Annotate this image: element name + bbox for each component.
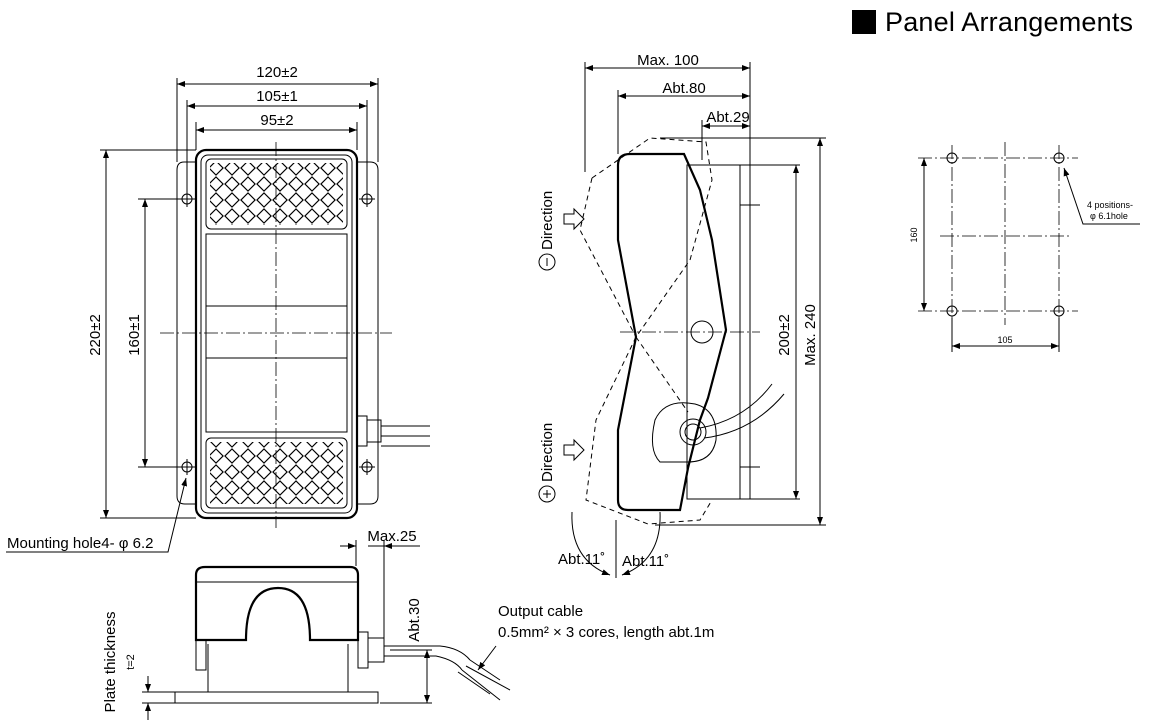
- section-title: Panel Arrangements: [852, 6, 1133, 38]
- plus-direction-arrow: [563, 438, 585, 462]
- bottom-grip-pad: [205, 437, 348, 509]
- output-cable-spec: 0.5mm² × 3 cores, length abt.1m: [498, 624, 714, 641]
- bottom-cable-gland: [357, 631, 369, 669]
- panel-positions-label: 4 positions-: [1087, 200, 1133, 210]
- svg-text:Direction: Direction: [539, 191, 556, 250]
- panel-dim-105: 105: [997, 335, 1012, 345]
- bottom-view: [142, 540, 511, 720]
- mounting-hole-label: Mounting hole4- φ 6.2: [7, 535, 153, 552]
- side-view: [563, 62, 826, 578]
- tilted-minus: [591, 137, 713, 338]
- panel-hole-label: φ 6.1hole: [1090, 211, 1128, 221]
- panel-dim-160: 160: [909, 227, 919, 242]
- plus-direction-label: Direction: [538, 423, 556, 503]
- title-text: Panel Arrangements: [885, 6, 1134, 37]
- plate-thickness-label: Plate thickness: [102, 612, 119, 713]
- dim-160: 160±1: [126, 314, 143, 356]
- dim-max-100: Max. 100: [637, 52, 699, 69]
- panel-hole: [1053, 152, 1065, 164]
- svg-text:Direction: Direction: [539, 423, 556, 482]
- dim-95: 95±2: [260, 112, 293, 129]
- dim-105: 105±1: [256, 88, 298, 105]
- front-view: [6, 78, 430, 553]
- side-pedal-body: [616, 152, 728, 512]
- mounting-holes: [179, 191, 375, 475]
- dim-max-25: Max.25: [367, 528, 416, 545]
- top-grip-pad: [205, 158, 348, 230]
- dim-220: 220±2: [87, 314, 104, 356]
- angle-left: Abt.11˚: [558, 551, 605, 568]
- tilted-plus: [585, 336, 713, 525]
- dim-max-240: Max. 240: [802, 304, 819, 366]
- panel-hole: [946, 305, 958, 317]
- panel-hole: [1053, 305, 1065, 317]
- bottom-pedal-body: [194, 565, 360, 642]
- panel-cutout-drawing: [918, 142, 1140, 352]
- title-square-icon: [852, 10, 876, 34]
- angle-right: Abt.11˚: [622, 553, 669, 570]
- pedal-body: [194, 148, 359, 520]
- t2-label: t=2: [125, 654, 137, 670]
- output-cable-title: Output cable: [498, 603, 583, 620]
- dim-200: 200±2: [776, 314, 793, 356]
- bottom-base-plate: [174, 691, 379, 704]
- cable-gland: [356, 415, 430, 447]
- dim-120: 120±2: [256, 64, 298, 81]
- minus-direction-arrow: [563, 207, 585, 231]
- minus-direction-label: Direction: [538, 191, 556, 271]
- dim-abt-29: Abt.29: [706, 109, 749, 126]
- cable-entry: [679, 418, 707, 446]
- panel-hole: [946, 152, 958, 164]
- dim-abt-80: Abt.80: [662, 80, 705, 97]
- dim-abt-30: Abt.30: [406, 598, 423, 641]
